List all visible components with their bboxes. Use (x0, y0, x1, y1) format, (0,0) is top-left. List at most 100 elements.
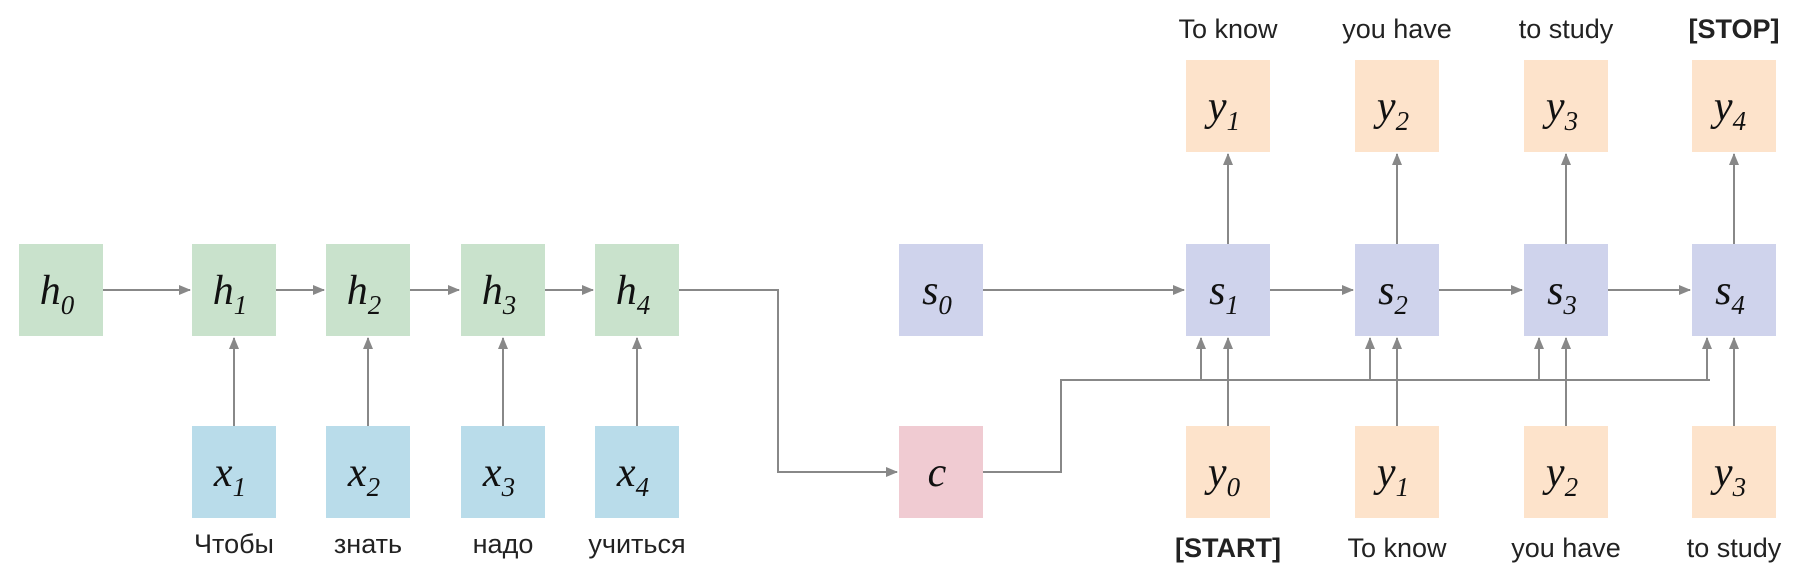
decoder-state-s1-box (1186, 244, 1270, 336)
decoder-state-s4-box (1692, 244, 1776, 336)
decoder-input-word-2: To know (1347, 533, 1447, 563)
decoder-state-s3-symbol-base: s (1547, 268, 1563, 314)
output-y1: y1 (1186, 60, 1270, 152)
decoder-state-s3: s3 (1524, 244, 1608, 336)
decoder-input-y2-symbol-base: y (1542, 450, 1565, 496)
input-x4: x4 (595, 426, 679, 518)
decoder-state-s0-symbol-base: s (922, 268, 938, 314)
output-y1-symbol-base: y (1204, 84, 1227, 130)
input-x1-symbol-base: x (213, 450, 233, 496)
output-y2: y2 (1355, 60, 1439, 152)
output-y3: y3 (1524, 60, 1608, 152)
encoder-state-h4: h4 (595, 244, 679, 336)
decoder-input-y1-subscript: 1 (1396, 472, 1410, 502)
encoder-state-h0-symbol: h0 (40, 268, 75, 320)
decoder-state-s2-subscript: 2 (1394, 290, 1408, 320)
decoder-input-y0-symbol-base: y (1204, 450, 1227, 496)
input-x3-symbol-base: x (482, 450, 502, 496)
output-y1-subscript: 1 (1227, 106, 1241, 136)
output-y3-symbol: y3 (1542, 84, 1578, 136)
encoder-state-h3-symbol: h3 (482, 268, 517, 320)
decoder-input-y2-symbol: y2 (1542, 450, 1578, 502)
output-y2-box (1355, 60, 1439, 152)
decoder-state-s3-subscript: 3 (1562, 290, 1577, 320)
output-y1-symbol: y1 (1204, 84, 1240, 136)
decoder-input-y2-subscript: 2 (1565, 472, 1579, 502)
context-vector-symbol-base: c (928, 450, 947, 496)
input-x2-subscript: 2 (367, 472, 381, 502)
output-word-2: you have (1342, 14, 1452, 44)
decoder-input-word-4: to study (1687, 533, 1782, 563)
encoder-state-h0-subscript: 0 (61, 290, 75, 320)
decoder-state-s3-symbol: s3 (1547, 268, 1577, 320)
decoder-input-y0-subscript: 0 (1227, 472, 1241, 502)
encoder-state-h3-box (461, 244, 545, 336)
decoder-input-y3-symbol: y3 (1710, 450, 1746, 502)
output-y4: y4 (1692, 60, 1776, 152)
decoder-state-s3-box (1524, 244, 1608, 336)
input-x1-box (192, 426, 276, 518)
context-vector: c (899, 426, 983, 518)
decoder-input-y0: y0 (1186, 426, 1270, 518)
encoder-state-h4-symbol-base: h (616, 268, 637, 314)
encoder-state-h1-symbol: h1 (213, 268, 248, 320)
input-x2-symbol-base: x (347, 450, 367, 496)
encoder-state-h2: h2 (326, 244, 410, 336)
decoder-state-s2-box (1355, 244, 1439, 336)
context-vector-box (899, 426, 983, 518)
input-x1-subscript: 1 (233, 472, 247, 502)
decoder-input-y3-subscript: 3 (1732, 472, 1747, 502)
output-y2-subscript: 2 (1396, 106, 1410, 136)
output-word-4: [STOP] (1688, 14, 1779, 44)
input-x4-subscript: 4 (636, 472, 650, 502)
output-y3-symbol-base: y (1542, 84, 1565, 130)
output-y3-box (1524, 60, 1608, 152)
input-x3-subscript: 3 (501, 472, 516, 502)
input-x2-symbol: x2 (347, 450, 380, 502)
output-y4-symbol-base: y (1710, 84, 1733, 130)
decoder-input-y2: y2 (1524, 426, 1608, 518)
encoder-state-h4-symbol: h4 (616, 268, 651, 320)
encoder-state-h2-symbol-base: h (347, 268, 368, 314)
decoder-input-y3-symbol-base: y (1710, 450, 1733, 496)
input-x2: x2 (326, 426, 410, 518)
encoder-state-h1: h1 (192, 244, 276, 336)
decoder-input-y3-box (1692, 426, 1776, 518)
decoder-input-word-3: you have (1511, 533, 1621, 563)
decoder-state-s0: s0 (899, 244, 983, 336)
encoder-state-h0-symbol-base: h (40, 268, 61, 314)
decoder-state-s2: s2 (1355, 244, 1439, 336)
encoder-state-h2-subscript: 2 (368, 290, 382, 320)
decoder-state-s0-subscript: 0 (938, 290, 952, 320)
decoder-input-y0-symbol: y0 (1204, 450, 1241, 502)
decoder-state-s1-subscript: 1 (1225, 290, 1239, 320)
output-word-3: to study (1519, 14, 1614, 44)
encoder-state-h3-subscript: 3 (502, 290, 517, 320)
input-x4-box (595, 426, 679, 518)
context-vector-symbol: c (928, 450, 947, 496)
encoder-state-h0: h0 (19, 244, 103, 336)
output-y2-symbol-base: y (1373, 84, 1396, 130)
output-y1-box (1186, 60, 1270, 152)
encoder-state-h3: h3 (461, 244, 545, 336)
encoder-state-h2-symbol: h2 (347, 268, 382, 320)
input-word-1: Чтобы (194, 529, 274, 559)
input-x4-symbol: x4 (616, 450, 649, 502)
input-word-4: учиться (588, 529, 685, 559)
encoder-state-h2-box (326, 244, 410, 336)
decoder-input-y1: y1 (1355, 426, 1439, 518)
decoder-state-s4-symbol: s4 (1715, 268, 1745, 320)
decoder-state-s4-subscript: 4 (1731, 290, 1745, 320)
decoder-input-y2-box (1524, 426, 1608, 518)
decoder-state-s1-symbol-base: s (1209, 268, 1225, 314)
decoder-input-y1-symbol-base: y (1373, 450, 1396, 496)
encoder-state-h1-symbol-base: h (213, 268, 234, 314)
encoder-state-h4-box (595, 244, 679, 336)
decoder-state-s2-symbol: s2 (1378, 268, 1408, 320)
input-x4-symbol-base: x (616, 450, 636, 496)
decoder-state-s4: s4 (1692, 244, 1776, 336)
decoder-input-y0-box (1186, 426, 1270, 518)
context-bus (983, 379, 1710, 473)
input-x2-box (326, 426, 410, 518)
arrow-h4-to-context (679, 289, 898, 477)
